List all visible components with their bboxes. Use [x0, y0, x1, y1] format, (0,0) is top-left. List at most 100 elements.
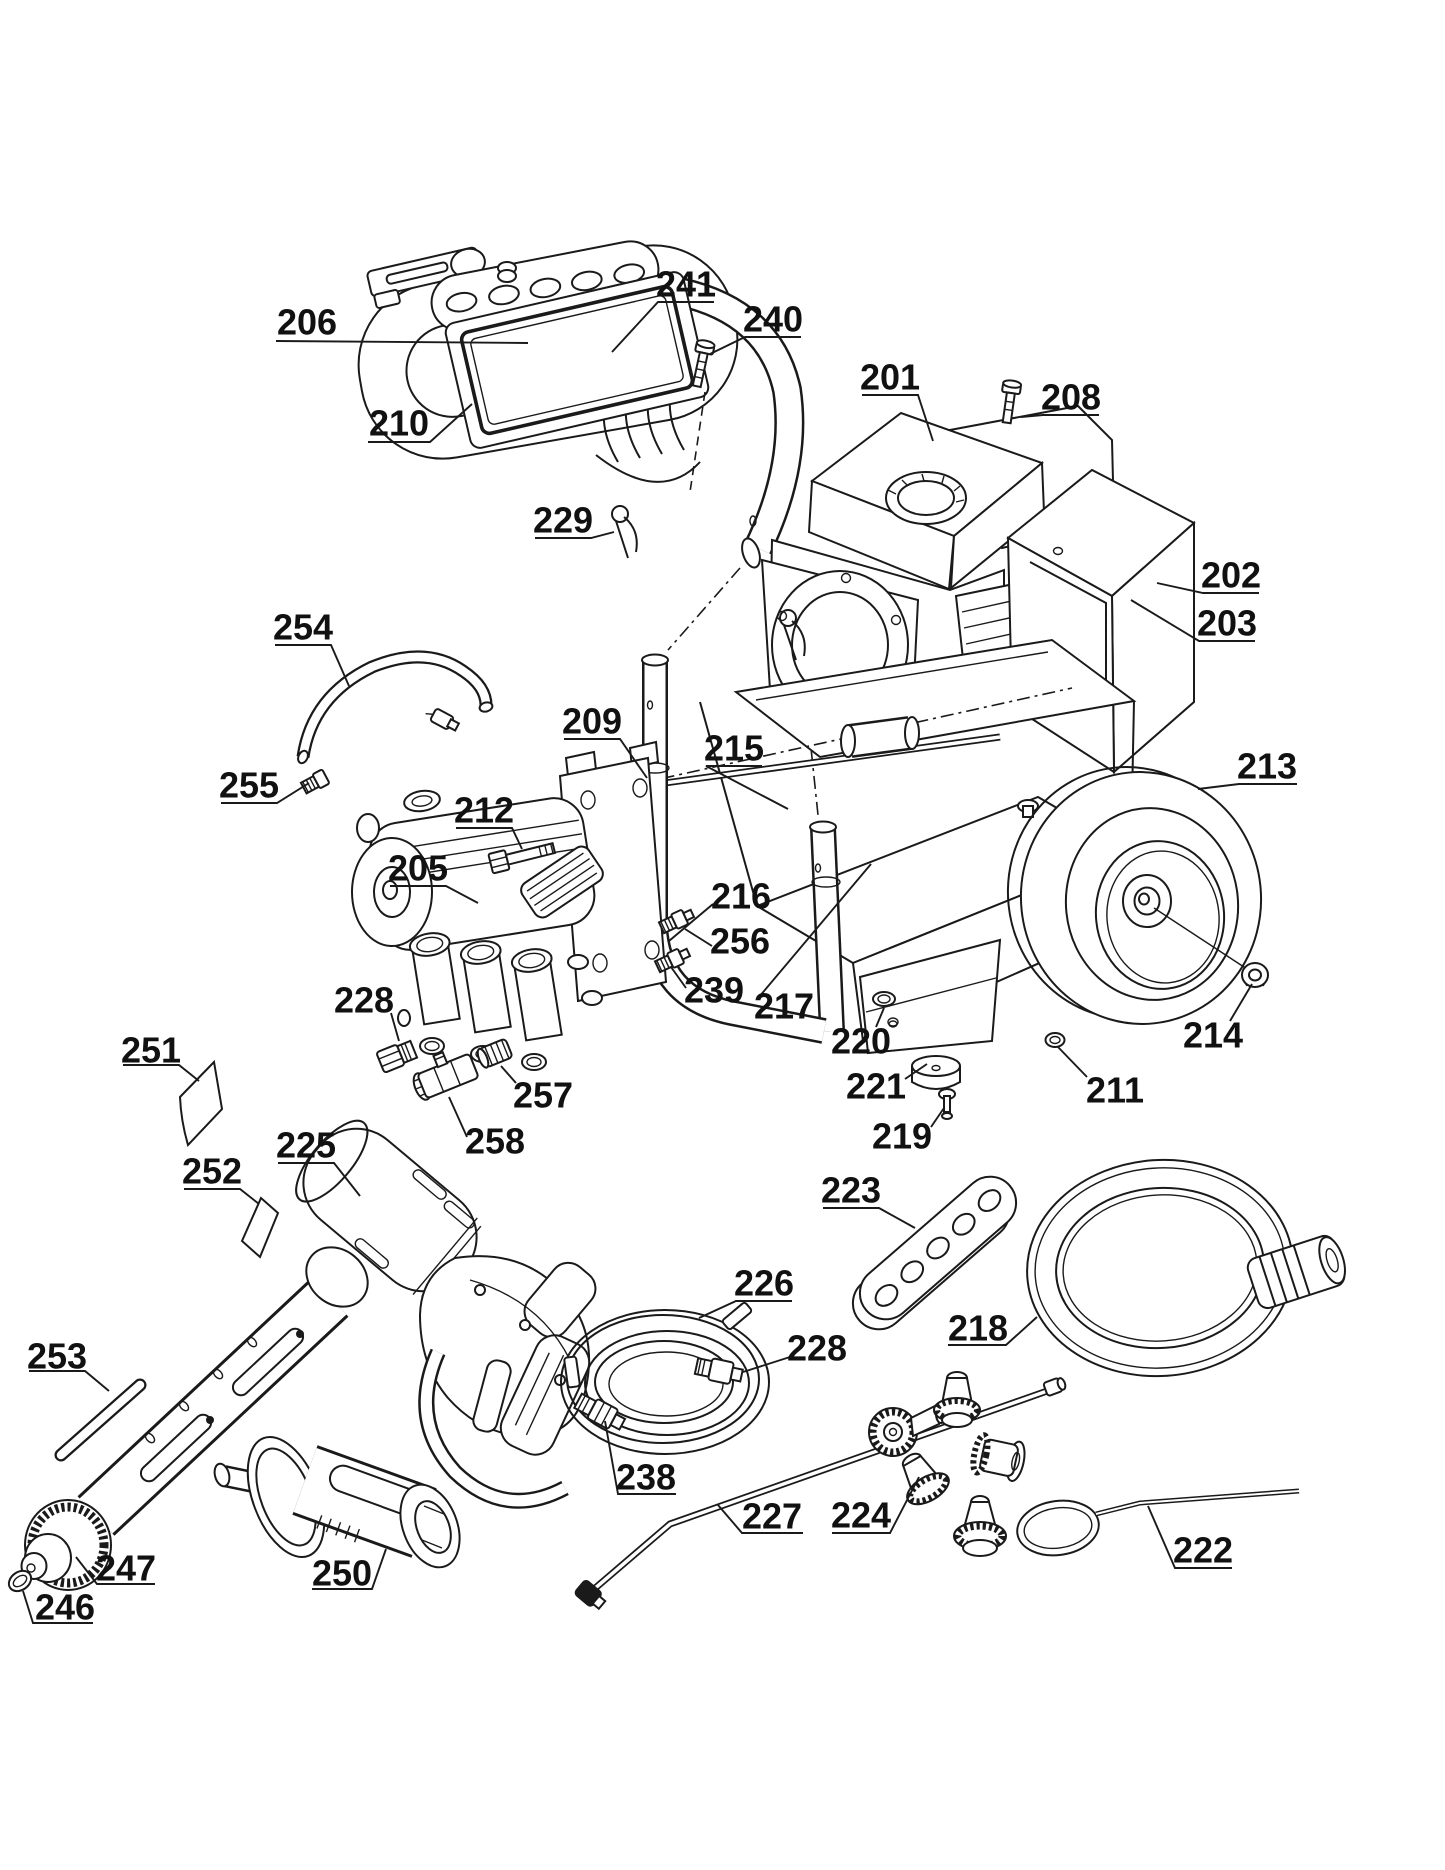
leader-line	[930, 1107, 945, 1128]
foot-parts-drawing	[872, 991, 961, 1120]
hitch-clips-drawing	[611, 505, 806, 661]
part-callout-201-4: 201	[860, 357, 934, 442]
part-callout-220-20: 220	[831, 1007, 891, 1062]
pump-bolt-212	[487, 842, 557, 875]
leader-line	[684, 928, 713, 947]
part-number: 212	[454, 790, 514, 831]
part-callout-239-18: 239	[670, 966, 744, 1011]
part-number: 226	[734, 1263, 794, 1304]
part-number: 253	[27, 1336, 87, 1377]
foot-nut	[872, 991, 898, 1028]
part-callout-203-8: 203	[1130, 599, 1257, 644]
leader-line	[698, 1300, 792, 1319]
pressure-knob	[520, 845, 604, 919]
part-callout-209-11: 209	[562, 701, 648, 779]
part-callout-210-3: 210	[368, 403, 473, 444]
part-number: 205	[388, 848, 448, 889]
part-callout-226-33: 226	[698, 1263, 794, 1319]
part-callout-238-36: 238	[604, 1420, 676, 1498]
part-callout-228-25: 228	[334, 980, 400, 1042]
part-callout-217-19: 217	[754, 863, 872, 1027]
leader-line	[1197, 783, 1297, 790]
part-number: 240	[743, 299, 803, 340]
fitting-256	[657, 908, 696, 935]
hose-fitting-228	[693, 1356, 744, 1385]
part-number: 203	[1197, 603, 1257, 644]
leader-line	[564, 738, 648, 779]
leader-line	[448, 1096, 468, 1138]
spray-wand-drawing	[574, 1377, 1067, 1611]
part-number: 227	[742, 1496, 802, 1537]
leader-line	[278, 1162, 361, 1197]
part-number: 219	[872, 1116, 932, 1157]
leader-line	[275, 340, 529, 344]
part-number: 256	[710, 921, 770, 962]
bolt-240	[691, 339, 716, 389]
handle-assembly-drawing	[357, 240, 805, 569]
part-callout-253-31: 253	[27, 1336, 110, 1392]
part-number: 213	[1237, 746, 1297, 787]
leader-line	[1020, 414, 1099, 418]
part-callout-240-2: 240	[709, 299, 803, 355]
leader-line	[1147, 1505, 1232, 1569]
leader-line	[668, 903, 714, 942]
part-callout-223-32: 223	[821, 1170, 916, 1229]
hose-fitting-238	[572, 1392, 627, 1431]
leader-line	[832, 1476, 920, 1534]
bolt-208	[1001, 379, 1023, 425]
leader-line	[29, 1370, 110, 1392]
part-callout-255-10: 255	[219, 765, 310, 806]
part-callout-214-23: 214	[1183, 983, 1253, 1056]
rubber-foot	[911, 1055, 961, 1090]
leader-line	[390, 885, 479, 904]
part-number: 228	[787, 1328, 847, 1369]
fitting-228-pump	[376, 1039, 419, 1074]
bracket-plate-drawing	[851, 1175, 1018, 1331]
leader-line	[312, 1548, 387, 1590]
part-number: 216	[711, 876, 771, 917]
pump-drawing	[351, 740, 668, 1071]
coiled-hose-218-drawing	[1026, 1158, 1346, 1378]
part-callout-224-38: 224	[831, 1476, 920, 1536]
wheel-drawing	[1006, 766, 1269, 1048]
part-number: 239	[684, 970, 744, 1011]
part-number: 228	[334, 980, 394, 1021]
leader-line	[604, 1420, 676, 1495]
part-callout-246-41: 246	[22, 1587, 95, 1628]
leader-line	[611, 301, 714, 353]
leader-line	[1229, 983, 1253, 1022]
leader-line	[717, 1504, 803, 1534]
part-callout-216-16: 216	[668, 876, 771, 942]
part-number: 211	[1086, 1070, 1144, 1111]
part-callout-206: 206	[275, 302, 529, 344]
part-callout-254-9: 254	[273, 607, 350, 687]
spray-gun-drawing	[7, 1119, 597, 1593]
leader-line	[1156, 582, 1259, 594]
part-number: 208	[1041, 377, 1101, 418]
part-callout-211-24: 211	[1057, 1046, 1144, 1111]
o-ring-246	[7, 1569, 33, 1593]
sticker-252	[240, 1196, 280, 1259]
part-callout-250-42: 250	[312, 1548, 387, 1594]
part-number: 246	[35, 1587, 95, 1628]
leader-line	[456, 827, 523, 850]
panel-and-gasket	[444, 271, 710, 449]
part-number: 241	[656, 264, 716, 305]
leader-line	[221, 782, 310, 804]
leader-line	[535, 531, 615, 539]
part-callout-219-22: 219	[872, 1107, 945, 1157]
leader-line	[275, 644, 350, 687]
leader-line	[904, 1063, 928, 1080]
part-number: 209	[562, 701, 622, 742]
sticker-251	[178, 1059, 224, 1147]
leader-line	[742, 1356, 791, 1373]
part-callout-251-26: 251	[121, 1030, 200, 1082]
cleaner-tool-drawing	[1016, 1488, 1300, 1557]
leader-line	[75, 1556, 155, 1585]
part-callout-257-27: 257	[500, 1065, 573, 1116]
part-number: 214	[1183, 1015, 1243, 1056]
part-number: 252	[182, 1151, 242, 1192]
